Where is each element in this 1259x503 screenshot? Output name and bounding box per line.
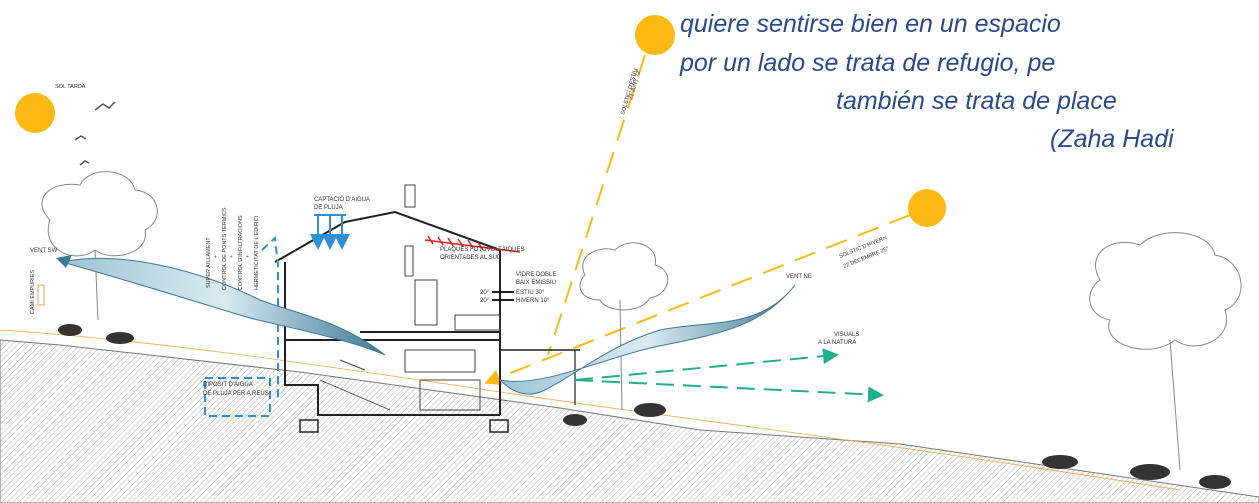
bird-icon	[94, 101, 116, 111]
visual-arrow-1	[574, 348, 839, 381]
label-vent-ne: VENT NE	[786, 274, 812, 280]
quote-line-2: por un lado se trata de refugio, pe	[680, 49, 1056, 77]
label-plaques-1: PLAQUES FOTOVOLTÀIQUES	[440, 246, 524, 253]
quote-line-4: (Zaha Hadi	[1050, 125, 1174, 153]
rain-pipe	[204, 235, 279, 417]
wind-sw-arrow	[61, 257, 386, 356]
label-hermeticitat: HERMETICITAT DE L'EDIFICI	[254, 215, 260, 290]
rain-capture-icon	[310, 214, 350, 250]
house-details	[319, 184, 501, 411]
label-estiu: ESTIU 30°	[516, 290, 545, 296]
label-deg-20a: 20°	[480, 290, 490, 296]
bird-icon	[79, 160, 90, 166]
label-diposit-2: DE PLUJA PER A REÚS	[203, 390, 269, 397]
sun-afternoon-icon	[15, 93, 55, 133]
label-vidre-2: BAIX EMISSIU	[516, 280, 556, 286]
tree-right	[1089, 232, 1242, 471]
visual-arrow-2	[574, 379, 884, 403]
label-hivern: HIVERN 10°	[516, 298, 550, 304]
cami-post	[37, 284, 45, 306]
quote-line-1: quiere sentirse bien en un espacio	[680, 10, 1061, 38]
label-cami: CAMÍ EMPURIES	[29, 270, 36, 314]
label-plus-1: +	[213, 255, 219, 258]
wind-sw-head	[56, 255, 72, 268]
label-deg-20b: 20°	[480, 298, 490, 304]
label-visuals-1: VISUALS	[834, 332, 859, 338]
tree-middle	[579, 242, 669, 411]
label-plus-3: +	[245, 255, 251, 258]
label-captacio-1: CAPTACIÓ D'AIGUA	[314, 196, 370, 203]
label-plus-2: +	[229, 255, 235, 258]
summer-sun-ray	[547, 54, 646, 356]
ground-line	[0, 329, 1181, 491]
label-sol-tarda: SOL TARDA	[55, 84, 86, 90]
label-vidre-1: VIDRE DOBLE	[516, 272, 556, 278]
label-visuals-2: A LA NATURA	[818, 340, 856, 346]
tree-left	[41, 171, 158, 321]
solar-panels-icon	[424, 235, 521, 253]
label-vent-sw: VENT SW	[30, 248, 58, 254]
sun-winter-icon	[908, 189, 946, 227]
wind-ne-arrow	[498, 284, 796, 395]
bird-icon	[74, 135, 87, 141]
terrain	[0, 339, 1259, 503]
winter-sun-ray	[484, 214, 911, 386]
label-diposit-1: DIPOSIT D'AIGUA	[203, 382, 253, 388]
label-captacio-2: DE PLUJA	[314, 205, 343, 211]
sun-summer-icon	[635, 15, 675, 55]
shrubs	[58, 324, 1231, 489]
label-super-aillament: SUPER AILLAMENT	[206, 237, 212, 288]
quote-line-3: también se trata de place	[836, 87, 1117, 115]
label-ponts-termics: CONTROL DE PONTS TÈRMICS	[221, 207, 228, 290]
label-infiltracions: CONTROL D'INFILTRACIONS	[238, 215, 244, 290]
label-plaques-2: ORIENTADES AL SUD	[440, 255, 502, 261]
